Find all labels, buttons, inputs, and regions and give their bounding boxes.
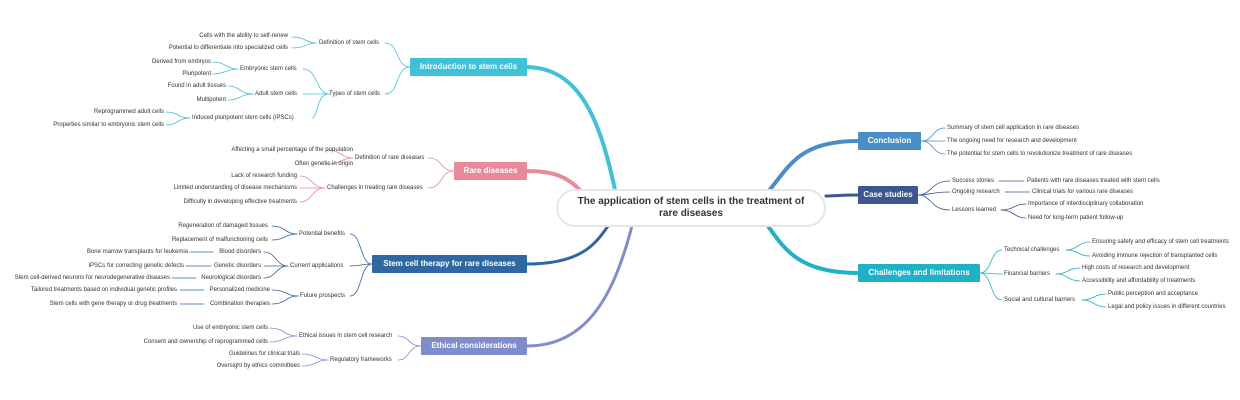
leaf-interdisciplinary[interactable]: Importance of interdisciplinary collabor… (1028, 201, 1144, 207)
topic-combination-therapies[interactable]: Combination therapies (209, 301, 270, 307)
leaf-accessibility[interactable]: Accessibility and affordability of treat… (1082, 278, 1196, 284)
topic-lessons-learned[interactable]: Lessons learned (952, 207, 997, 213)
leaf-regeneration[interactable]: Regeneration of damaged tissues (178, 223, 268, 229)
node-conclusion[interactable]: Conclusion (858, 132, 921, 150)
topic-personalized-medicine[interactable]: Personalized medicine (209, 287, 270, 293)
leaf-self-renew[interactable]: Cells with the ability to self-renew (199, 33, 288, 39)
leaf-patients-treated[interactable]: Patients with rare diseases treated with… (1027, 178, 1160, 184)
leaf-legal-policy[interactable]: Legal and policy issues in different cou… (1108, 304, 1226, 310)
leaf-genetic-origin[interactable]: Often genetic in origin (294, 161, 353, 167)
topic-blood-disorders[interactable]: Blood disorders (219, 249, 261, 255)
leaf-tailored-treatments[interactable]: Tailored treatments based on individual … (30, 287, 177, 293)
leaf-clinical-trials[interactable]: Clinical trials for various rare disease… (1032, 189, 1134, 195)
leaf-safety-efficacy[interactable]: Ensuring safety and efficacy of stem cel… (1092, 239, 1229, 245)
leaf-high-costs[interactable]: High costs of research and development (1082, 265, 1190, 271)
topic-types-of-stem-cells[interactable]: Types of stem cells (329, 91, 381, 97)
leaf-found-in-adult-tissues[interactable]: Found in adult tissues (167, 83, 226, 89)
leaf-revolutionize[interactable]: The potential for stem cells to revoluti… (947, 151, 1133, 157)
central-topic[interactable]: The application of stem cells in the tre… (556, 189, 826, 227)
topic-ethical-issues[interactable]: Ethical issues in stem cell research (299, 333, 393, 339)
topic-regulatory-frameworks[interactable]: Regulatory frameworks (330, 357, 392, 363)
topic-neurological-disorders[interactable]: Neurological disorders (201, 275, 261, 281)
branch-ethics (525, 224, 634, 348)
topic-potential-benefits[interactable]: Potential benefits (299, 231, 346, 237)
leaf-replacement[interactable]: Replacement of malfunctioning cells (171, 237, 268, 243)
leaf-derived-from-embryos[interactable]: Derived from embryos (151, 59, 211, 65)
branch-intro (525, 65, 617, 192)
topic-success-stories[interactable]: Success stories (952, 178, 995, 184)
leaf-limited-understanding[interactable]: Limited understanding of disease mechani… (173, 185, 297, 191)
leaf-small-percentage[interactable]: Affecting a small percentage of the popu… (231, 147, 353, 153)
leaf-lack-of-funding[interactable]: Lack of research funding (231, 173, 297, 179)
topic-challenges-treating-rare[interactable]: Challenges in treating rare diseases (327, 185, 423, 191)
leaf-consent-ownership[interactable]: Consent and ownership of reprogrammed ce… (143, 339, 268, 345)
node-introduction-to-stem-cells[interactable]: Introduction to stem cells (410, 58, 527, 76)
topic-current-applications[interactable]: Current applications (290, 263, 344, 269)
topic-ipscs[interactable]: Induced pluripotent stem cells (iPSCs) (192, 115, 294, 121)
leaf-properties-similar[interactable]: Properties similar to embryonic stem cel… (53, 122, 164, 128)
branch-challenges (766, 224, 860, 275)
leaf-differentiate[interactable]: Potential to differentiate into speciali… (168, 45, 288, 51)
topic-definition-of-rare-diseases[interactable]: Definition of rare diseases (355, 155, 425, 161)
leaf-immune-rejection[interactable]: Avoiding immune rejection of transplante… (1092, 253, 1218, 259)
leaf-summary[interactable]: Summary of stem cell application in rare… (947, 125, 1080, 131)
branch-rare (525, 169, 582, 192)
leaf-oversight-ethics[interactable]: Oversight by ethics committees (216, 363, 300, 369)
leaf-embryonic-use[interactable]: Use of embryonic stem cells (192, 325, 268, 331)
leaf-ongoing-need[interactable]: The ongoing need for research and develo… (947, 138, 1077, 144)
branch-cases (824, 193, 860, 198)
leaf-guidelines-trials[interactable]: Guidelines for clinical trials (228, 351, 300, 357)
leaf-gene-therapy[interactable]: Stem cells with gene therapy or drug tre… (49, 301, 177, 307)
leaf-pluripotent[interactable]: Pluripotent (182, 71, 211, 77)
node-ethical-considerations[interactable]: Ethical considerations (421, 337, 527, 355)
node-stem-cell-therapy[interactable]: Stem cell therapy for rare diseases (372, 255, 527, 273)
branch-conclusion (766, 139, 860, 194)
leaf-ipscs-correcting[interactable]: iPSCs for correcting genetic defects (88, 263, 184, 269)
leaf-difficulty-developing[interactable]: Difficulty in developing effective treat… (183, 199, 297, 205)
topic-genetic-disorders[interactable]: Genetic disorders (213, 263, 261, 269)
node-case-studies[interactable]: Case studies (858, 186, 918, 204)
leaf-bone-marrow[interactable]: Bone marrow transplants for leukemia (86, 249, 188, 255)
leaf-stem-cell-neurons[interactable]: Stem cell-derived neurons for neurodegen… (14, 275, 170, 281)
node-challenges-and-limitations[interactable]: Challenges and limitations (858, 264, 980, 282)
leaf-multipotent[interactable]: Multipotent (196, 97, 226, 103)
node-rare-diseases[interactable]: Rare diseases (454, 162, 527, 180)
topic-technical-challenges[interactable]: Technical challenges (1004, 247, 1060, 253)
branch-therapy (525, 224, 610, 266)
topic-ongoing-research[interactable]: Ongoing research (952, 189, 1000, 195)
leaf-follow-up[interactable]: Need for long-term patient follow-up (1028, 215, 1124, 221)
leaf-public-perception[interactable]: Public perception and acceptance (1108, 291, 1199, 297)
leaf-reprogrammed-adult-cells[interactable]: Reprogrammed adult cells (93, 109, 164, 115)
topic-financial-barriers[interactable]: Financial barriers (1004, 271, 1051, 277)
topic-embryonic-stem-cells[interactable]: Embryonic stem cells (240, 66, 297, 72)
topic-future-prospects[interactable]: Future prospects (300, 293, 346, 299)
topic-social-cultural-barriers[interactable]: Social and cultural barriers (1004, 297, 1076, 303)
topic-adult-stem-cells[interactable]: Adult stem cells (255, 91, 298, 97)
topic-definition-of-stem-cells[interactable]: Definition of stem cells (319, 40, 380, 46)
